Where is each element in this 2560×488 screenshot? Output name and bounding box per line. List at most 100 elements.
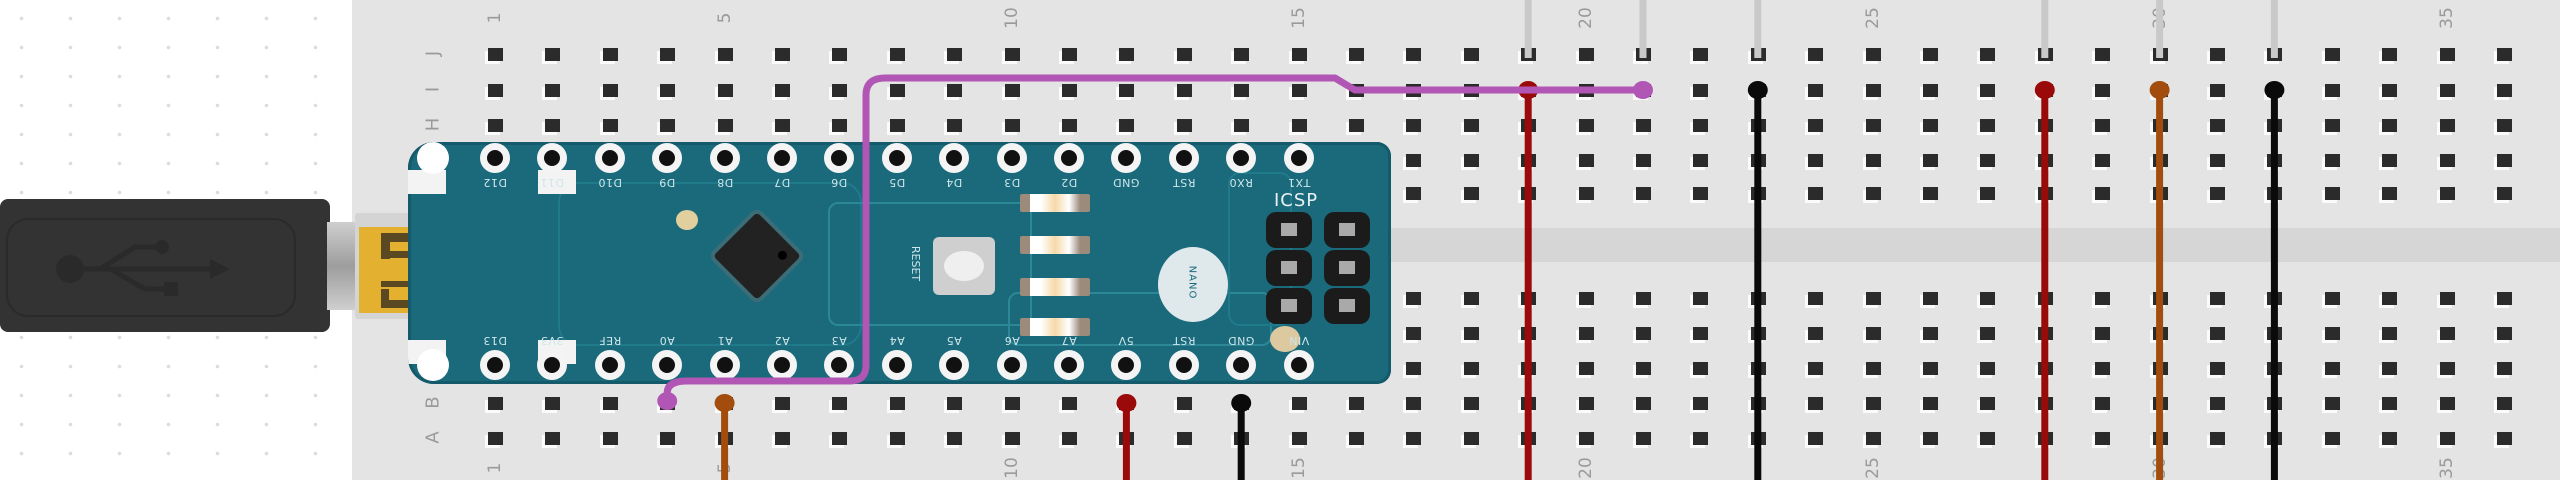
breadboard-hole-E23[interactable] [1750, 292, 1766, 305]
breadboard-hole-B27[interactable] [1980, 397, 1996, 410]
breadboard-hole-G35[interactable] [2439, 154, 2455, 167]
breadboard-hole-H35[interactable] [2439, 119, 2455, 132]
breadboard-hole-I13[interactable] [1176, 84, 1192, 97]
breadboard-hole-I12[interactable] [1119, 84, 1135, 97]
breadboard-hole-H23[interactable] [1750, 119, 1766, 132]
breadboard-hole-A27[interactable] [1980, 432, 1996, 445]
breadboard-hole-J15[interactable] [1291, 48, 1307, 61]
breadboard-hole-B29[interactable] [2095, 397, 2111, 410]
breadboard-hole-H16[interactable] [1349, 119, 1364, 132]
breadboard-hole-B21[interactable] [1636, 397, 1651, 410]
breadboard-hole-A28[interactable] [2037, 432, 2053, 445]
breadboard-hole-J14[interactable] [1234, 48, 1250, 61]
breadboard-hole-E34[interactable] [2382, 292, 2398, 305]
breadboard-hole-I32[interactable] [2267, 84, 2283, 97]
breadboard-hole-A22[interactable] [1693, 432, 1709, 445]
pin-top-d12[interactable] [480, 143, 510, 173]
breadboard-hole-I2[interactable] [545, 84, 561, 97]
breadboard-hole-E22[interactable] [1693, 292, 1709, 305]
breadboard-hole-H28[interactable] [2037, 119, 2053, 132]
pin-bottom-a0[interactable] [652, 350, 683, 380]
breadboard-hole-G23[interactable] [1750, 154, 1766, 167]
breadboard-hole-H6[interactable] [775, 119, 790, 132]
breadboard-hole-D32[interactable] [2267, 327, 2283, 340]
pin-top-d4[interactable] [939, 143, 970, 173]
breadboard-hole-J12[interactable] [1119, 48, 1135, 61]
breadboard-hole-J2[interactable] [545, 48, 561, 61]
breadboard-hole-B1[interactable] [488, 397, 503, 410]
breadboard-hole-I4[interactable] [660, 84, 676, 97]
breadboard-hole-B10[interactable] [1004, 397, 1020, 410]
breadboard-hole-I15[interactable] [1291, 84, 1307, 97]
breadboard-hole-I1[interactable] [488, 84, 503, 97]
breadboard-hole-J19[interactable] [1521, 48, 1537, 61]
breadboard-hole-G34[interactable] [2382, 154, 2398, 167]
breadboard-hole-J23[interactable] [1750, 48, 1766, 61]
breadboard-hole-C24[interactable] [1808, 362, 1824, 375]
breadboard-hole-I14[interactable] [1234, 84, 1250, 97]
breadboard-hole-A25[interactable] [1865, 432, 1881, 445]
breadboard-hole-E30[interactable] [2152, 292, 2168, 305]
breadboard-hole-D24[interactable] [1808, 327, 1824, 340]
breadboard-hole-A2[interactable] [545, 432, 561, 445]
pin-top-tx1[interactable] [1283, 143, 1314, 173]
breadboard-hole-J4[interactable] [660, 48, 676, 61]
breadboard-hole-H21[interactable] [1636, 119, 1651, 132]
breadboard-hole-H31[interactable] [2210, 119, 2225, 132]
breadboard-hole-B18[interactable] [1463, 397, 1479, 410]
breadboard-hole-A20[interactable] [1578, 432, 1594, 445]
pin-top-d7[interactable] [767, 143, 797, 173]
breadboard-hole-B11[interactable] [1062, 397, 1077, 410]
breadboard-hole-E27[interactable] [1980, 292, 1996, 305]
breadboard-hole-A9[interactable] [947, 432, 963, 445]
breadboard-hole-H33[interactable] [2324, 119, 2340, 132]
breadboard-hole-D31[interactable] [2210, 327, 2225, 340]
breadboard-hole-I10[interactable] [1004, 84, 1020, 97]
pin-bottom-a5[interactable] [939, 350, 970, 380]
pin-bottom-a6[interactable] [996, 350, 1027, 380]
breadboard-hole-J16[interactable] [1349, 48, 1364, 61]
breadboard-hole-G27[interactable] [1980, 154, 1996, 167]
breadboard-hole-A23[interactable] [1750, 432, 1766, 445]
breadboard-hole-A6[interactable] [775, 432, 790, 445]
breadboard-hole-C17[interactable] [1406, 362, 1422, 375]
breadboard-hole-B9[interactable] [947, 397, 963, 410]
breadboard-hole-H14[interactable] [1234, 119, 1250, 132]
pin-bottom-a1[interactable] [709, 350, 740, 380]
breadboard-hole-I25[interactable] [1865, 84, 1881, 97]
breadboard-hole-H4[interactable] [660, 119, 676, 132]
breadboard-hole-I35[interactable] [2439, 84, 2455, 97]
breadboard-hole-J11[interactable] [1062, 48, 1077, 61]
breadboard-hole-F33[interactable] [2324, 187, 2340, 200]
breadboard-hole-H3[interactable] [602, 119, 618, 132]
pin-top-gnd[interactable] [1111, 143, 1142, 173]
breadboard-hole-F25[interactable] [1865, 187, 1881, 200]
breadboard-hole-I20[interactable] [1578, 84, 1594, 97]
breadboard-hole-A5[interactable] [717, 432, 733, 445]
breadboard-hole-I19[interactable] [1521, 84, 1537, 97]
breadboard-hole-J9[interactable] [947, 48, 963, 61]
breadboard-hole-E35[interactable] [2439, 292, 2455, 305]
breadboard-hole-E24[interactable] [1808, 292, 1824, 305]
breadboard-hole-D20[interactable] [1578, 327, 1594, 340]
breadboard-hole-G30[interactable] [2152, 154, 2168, 167]
pin-bottom-a3[interactable] [824, 350, 855, 380]
breadboard-hole-J13[interactable] [1176, 48, 1192, 61]
breadboard-hole-D25[interactable] [1865, 327, 1881, 340]
breadboard-hole-C23[interactable] [1750, 362, 1766, 375]
breadboard-hole-C22[interactable] [1693, 362, 1709, 375]
breadboard-hole-H30[interactable] [2152, 119, 2168, 132]
breadboard-hole-I26[interactable] [1923, 84, 1938, 97]
breadboard-hole-B16[interactable] [1349, 397, 1364, 410]
breadboard-hole-G28[interactable] [2037, 154, 2053, 167]
breadboard-hole-G18[interactable] [1463, 154, 1479, 167]
breadboard-hole-B28[interactable] [2037, 397, 2053, 410]
breadboard-hole-H34[interactable] [2382, 119, 2398, 132]
pin-bottom-gnd[interactable] [1226, 350, 1257, 380]
breadboard-hole-H24[interactable] [1808, 119, 1824, 132]
breadboard-hole-C19[interactable] [1521, 362, 1537, 375]
breadboard-hole-H15[interactable] [1291, 119, 1307, 132]
breadboard-hole-D30[interactable] [2152, 327, 2168, 340]
breadboard-hole-F24[interactable] [1808, 187, 1824, 200]
breadboard-hole-B7[interactable] [832, 397, 848, 410]
